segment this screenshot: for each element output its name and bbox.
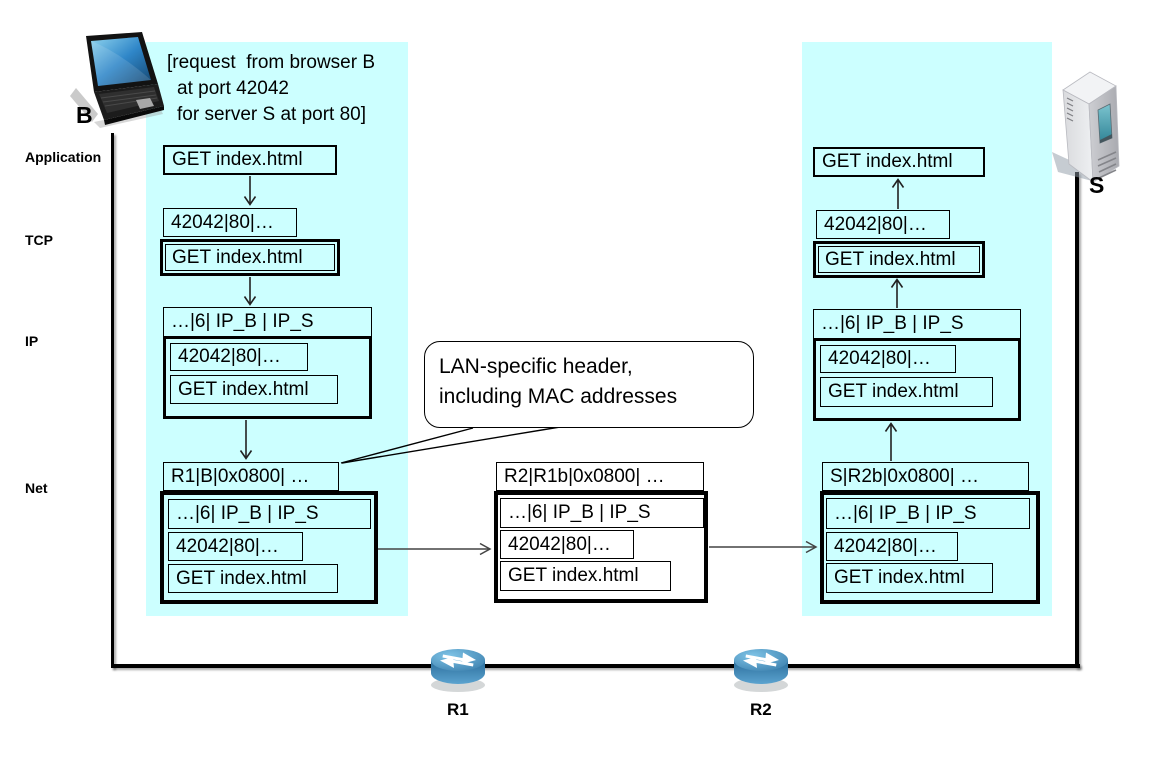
b-app-http-text: GET index.html [172, 149, 303, 170]
b-ip-tcp-box: 42042|80|… [170, 343, 308, 371]
s-frame-payload-frame [820, 491, 1040, 604]
lan-header-callout-line2: including MAC addresses [439, 385, 678, 408]
router-r2-icon [734, 649, 788, 692]
b-frame-payload-frame [160, 491, 378, 604]
s-tcp-payload-text: GET index.html [825, 248, 956, 270]
b-frame-tcp-text: 42042|80|… [176, 535, 279, 557]
b-tcp-payload-inner: GET index.html [165, 244, 335, 271]
request-note-line2: at port 42042 [177, 78, 289, 99]
r1-frame-header-text: R2|R1b|0x0800| … [504, 465, 665, 487]
s-frame-header-box: S|R2b|0x0800| … [822, 462, 1029, 491]
s-tcp-header-text: 42042|80|… [824, 213, 927, 235]
s-app-http-text: GET index.html [822, 151, 953, 172]
b-frame-http-box: GET index.html [168, 564, 338, 593]
b-tcp-payload-box: GET index.html [160, 239, 340, 276]
lan-header-callout: LAN-specific header, including MAC addre… [424, 341, 754, 428]
request-note: [request from browser B at port 42042 fo… [167, 50, 375, 128]
request-note-line3: for server S at port 80] [177, 104, 367, 125]
request-note-line1: [request from browser B [167, 52, 376, 73]
link-bottom-horizontal [111, 664, 1080, 668]
r1-frame-tcp-text: 42042|80|… [508, 533, 611, 555]
r1-frame-http-box: GET index.html [500, 561, 671, 591]
layer-label-ip: IP [25, 333, 39, 349]
browser-label: B [76, 102, 93, 128]
s-frame-header-text: S|R2b|0x0800| … [830, 465, 979, 487]
s-frame-ip-text: …|6| IP_B | IP_S [834, 502, 977, 524]
layer-label-application: Application [25, 149, 102, 165]
b-ip-tcp-text: 42042|80|… [178, 346, 281, 367]
b-tcp-payload-text: GET index.html [172, 246, 303, 268]
s-tcp-payload-inner: GET index.html [818, 246, 980, 273]
s-app-http-box: GET index.html [813, 147, 985, 177]
server-label: S [1089, 172, 1105, 198]
b-ip-payload-frame [163, 336, 372, 419]
b-frame-header-box: R1|B|0x0800| … [163, 462, 339, 491]
b-ip-http-text: GET index.html [178, 378, 309, 400]
router-r1-label: R1 [447, 700, 469, 719]
laptop-icon [70, 32, 164, 128]
r1-frame-ip-text: …|6| IP_B | IP_S [508, 502, 651, 523]
s-ip-tcp-box: 42042|80|… [820, 345, 956, 373]
b-tcp-header-text: 42042|80|… [171, 211, 274, 233]
s-ip-payload-frame [813, 338, 1021, 421]
b-ip-header-text: …|6| IP_B | IP_S [171, 311, 314, 332]
s-ip-header-text: …|6| IP_B | IP_S [821, 313, 964, 334]
server-icon [1052, 71, 1120, 183]
r1-frame-ip-box: …|6| IP_B | IP_S [500, 498, 704, 528]
r1-frame-payload-frame [494, 491, 708, 603]
s-ip-header-box: …|6| IP_B | IP_S [813, 309, 1021, 339]
lan-header-callout-line1: LAN-specific header, [439, 355, 633, 378]
s-ip-http-box: GET index.html [820, 377, 993, 407]
s-frame-http-text: GET index.html [834, 567, 965, 588]
s-frame-tcp-text: 42042|80|… [834, 535, 937, 557]
b-frame-header-text: R1|B|0x0800| … [171, 465, 310, 487]
b-frame-ip-text: …|6| IP_B | IP_S [176, 503, 319, 524]
link-b-vertical [111, 133, 114, 668]
r1-frame-header-box: R2|R1b|0x0800| … [496, 462, 704, 491]
link-s-vertical [1075, 172, 1079, 668]
b-ip-http-box: GET index.html [170, 375, 338, 404]
s-frame-tcp-box: 42042|80|… [826, 532, 958, 561]
b-frame-http-text: GET index.html [176, 567, 307, 589]
b-frame-tcp-box: 42042|80|… [168, 532, 303, 561]
r1-frame-tcp-box: 42042|80|… [500, 530, 634, 559]
s-tcp-payload-box: GET index.html [813, 241, 985, 278]
router-r1-icon [431, 649, 485, 692]
r1-frame-http-text: GET index.html [508, 565, 639, 586]
s-ip-http-text: GET index.html [828, 381, 959, 402]
b-tcp-header-box: 42042|80|… [163, 208, 297, 237]
b-ip-header-box: …|6| IP_B | IP_S [163, 307, 372, 337]
router-r2-label: R2 [750, 700, 772, 719]
host-s-stack-panel [802, 42, 1052, 616]
s-frame-http-box: GET index.html [826, 563, 993, 593]
s-tcp-header-box: 42042|80|… [816, 210, 950, 239]
b-app-http-box: GET index.html [163, 145, 337, 175]
s-ip-tcp-text: 42042|80|… [828, 348, 931, 369]
s-frame-ip-box: …|6| IP_B | IP_S [826, 498, 1030, 529]
b-frame-ip-box: …|6| IP_B | IP_S [168, 499, 371, 529]
layer-label-net: Net [25, 480, 48, 496]
host-b-stack-panel [146, 42, 408, 616]
layer-label-tcp: TCP [25, 232, 53, 248]
